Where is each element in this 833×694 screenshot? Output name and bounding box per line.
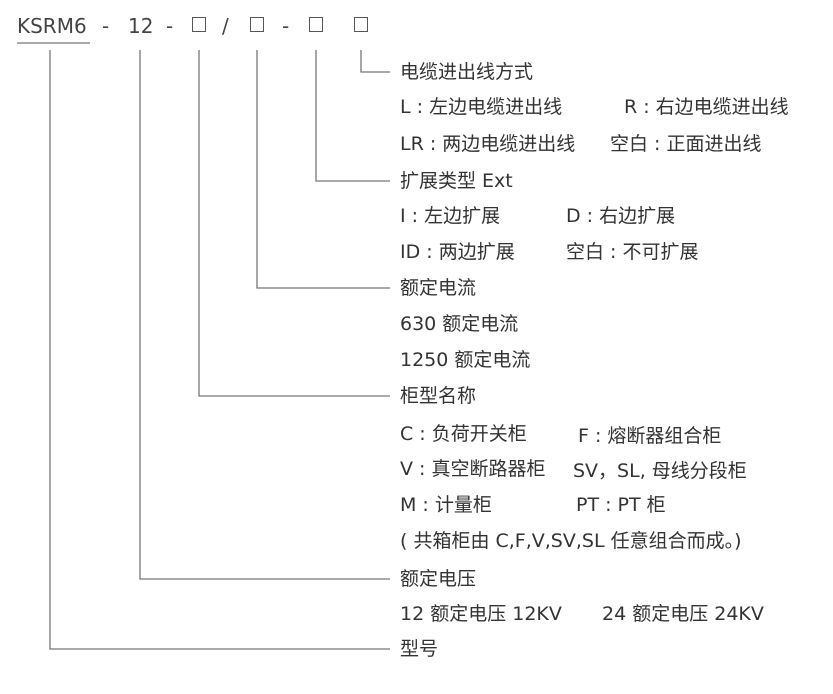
- placeholder-box-cabinet: [192, 17, 206, 32]
- cabinet-option: C : 负荷开关柜: [400, 423, 527, 445]
- ext-option: I : 左边扩展: [400, 205, 501, 227]
- cabinet-option: SV，SL, 母线分段柜: [573, 460, 747, 482]
- cabinet-option: V : 真空断路器柜: [400, 458, 546, 480]
- cabinet-option: PT : PT 柜: [576, 494, 666, 516]
- current-option: 630 额定电流: [400, 313, 519, 335]
- current-option: 1250 额定电流: [400, 349, 531, 371]
- outlet-option: L : 左边电缆进出线: [400, 96, 563, 118]
- connector-model: [49, 50, 390, 650]
- model-prefix: KSRM6: [17, 14, 87, 38]
- cabinet-note: ( 共箱柜由 C,F,V,SV,SL 任意组合而成。): [400, 530, 742, 552]
- connector-cabinet: [198, 50, 390, 397]
- voltage-code: 12: [128, 14, 154, 38]
- connector-voltage: [139, 50, 390, 580]
- voltage-title: 额定电压: [400, 568, 477, 590]
- separator-slash: /: [222, 14, 229, 38]
- outlet-option: LR : 两边电缆进出线: [400, 133, 576, 155]
- cabinet-title: 柜型名称: [400, 385, 477, 407]
- voltage-option: 12 额定电压 12KV: [400, 603, 562, 625]
- separator-dash: -: [282, 14, 290, 38]
- ext-option: D : 右边扩展: [566, 205, 676, 227]
- separator-dash: -: [166, 14, 174, 38]
- connector-outlet: [360, 50, 390, 73]
- cabinet-option: F : 熔断器组合柜: [578, 425, 722, 447]
- ext-option: 空白 : 不可扩展: [566, 241, 699, 263]
- cabinet-option: M : 计量柜: [400, 494, 492, 516]
- ext-option: ID : 两边扩展: [400, 241, 515, 263]
- ext-title: 扩展类型 Ext: [400, 170, 513, 192]
- connector-current: [256, 50, 390, 289]
- outlet-title: 电缆进出线方式: [400, 61, 534, 83]
- placeholder-box-current: [250, 17, 264, 32]
- placeholder-box-outlet: [354, 17, 368, 32]
- separator-dash: -: [102, 14, 110, 38]
- model-title: 型号: [400, 638, 439, 660]
- placeholder-box-ext: [309, 17, 323, 32]
- outlet-option: R : 右边电缆进出线: [624, 96, 789, 118]
- outlet-option: 空白 : 正面进出线: [610, 133, 762, 155]
- current-title: 额定电流: [400, 277, 477, 299]
- connector-ext: [315, 50, 390, 182]
- voltage-option: 24 额定电压 24KV: [602, 603, 764, 625]
